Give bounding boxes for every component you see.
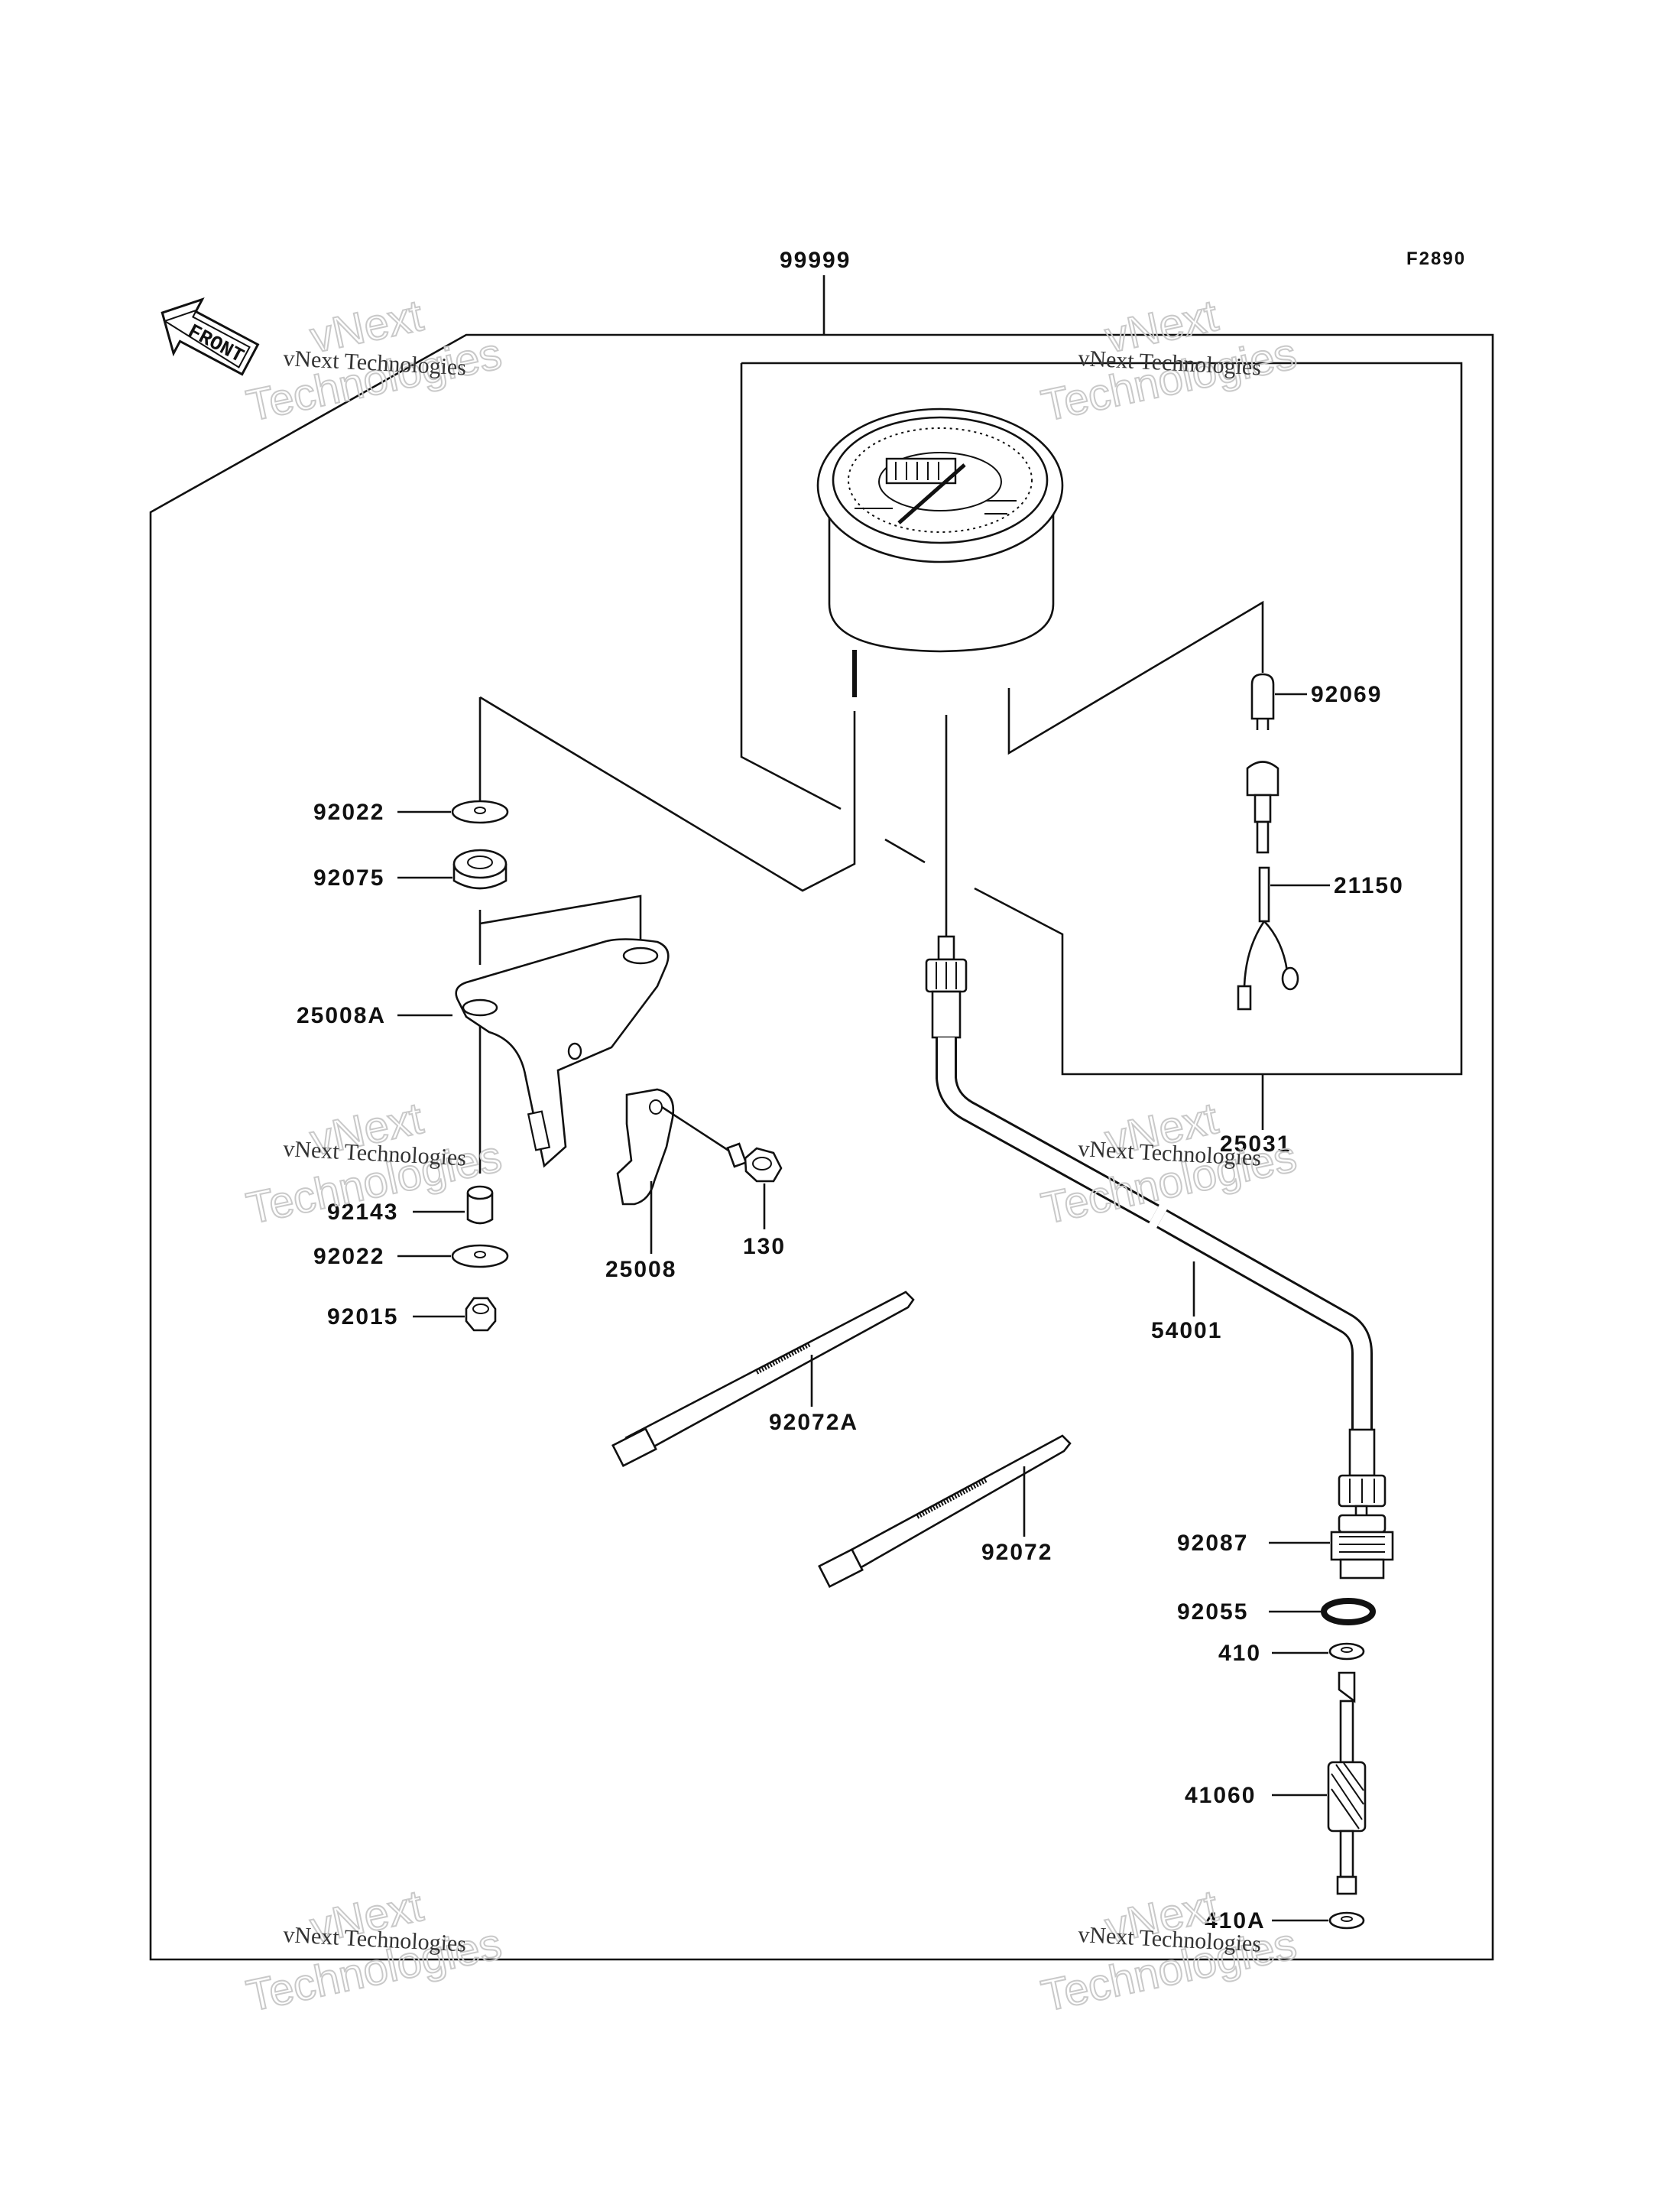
label-92075: 92075 <box>313 865 384 891</box>
label-92072: 92072 <box>981 1540 1052 1565</box>
figure-code: F2890 <box>1406 248 1466 269</box>
washer-92022-top-hole <box>474 807 486 814</box>
watermark: vNext Technologies vNext Technologies vN… <box>242 290 1302 2022</box>
speedometer-cable-54001 <box>925 935 1386 1531</box>
bolt-130 <box>726 1142 783 1183</box>
cable-tie-92072 <box>818 1434 1072 1589</box>
collar-92143 <box>466 1185 494 1225</box>
bracket-guide-line-right <box>479 894 642 948</box>
label-130: 130 <box>743 1234 786 1259</box>
clamp-bolt-guide-line <box>661 1105 733 1154</box>
socket-21150 <box>1237 761 1299 1011</box>
nut-92015 <box>465 1297 497 1332</box>
watermark-text-3: vNext Technologies <box>283 1136 467 1171</box>
label-25008: 25008 <box>605 1257 676 1282</box>
bracket-25008A <box>455 938 670 1168</box>
label-25031: 25031 <box>1220 1131 1291 1157</box>
washer-410-hole <box>1341 1647 1353 1653</box>
bulb-92069 <box>1250 673 1275 730</box>
front-arrow-icon: FRONT <box>161 297 260 376</box>
cable-tie-92072A <box>611 1291 915 1468</box>
label-21150: 21150 <box>1334 873 1404 898</box>
stud-guide-line <box>479 696 856 892</box>
grommet-92075 <box>452 849 508 890</box>
kit-boundary <box>149 333 1494 1961</box>
o-ring-92055 <box>1321 1598 1376 1625</box>
label-54001: 54001 <box>1151 1318 1222 1343</box>
label-92143: 92143 <box>327 1200 398 1225</box>
label-41060: 41060 <box>1185 1783 1256 1808</box>
watermark-text-5: vNext Technologies <box>283 1922 467 1957</box>
washer-410A-hole <box>1341 1916 1353 1922</box>
fitting-92087 <box>1330 1514 1394 1580</box>
pinion-gear-41060 <box>1327 1671 1367 1895</box>
subassembly-box-left <box>740 363 842 810</box>
label-92087: 92087 <box>1177 1531 1248 1556</box>
label-410: 410 <box>1218 1641 1261 1666</box>
washer-92022-bottom-hole <box>474 1251 486 1258</box>
label-92069: 92069 <box>1311 682 1382 707</box>
label-410A: 410A <box>1205 1908 1266 1933</box>
speedometer-gauge <box>816 407 1064 697</box>
label-92055: 92055 <box>1177 1599 1248 1625</box>
clamp-25008 <box>616 1088 675 1206</box>
label-99999: 99999 <box>780 248 851 273</box>
label-92015: 92015 <box>327 1304 398 1330</box>
label-92022-top: 92022 <box>313 800 384 825</box>
label-92022-bottom: 92022 <box>313 1244 384 1269</box>
label-92072A: 92072A <box>769 1410 858 1435</box>
bulb-guide-line <box>1007 600 1264 755</box>
label-25008A: 25008A <box>297 1003 386 1028</box>
subassembly-box-dash <box>884 838 926 864</box>
